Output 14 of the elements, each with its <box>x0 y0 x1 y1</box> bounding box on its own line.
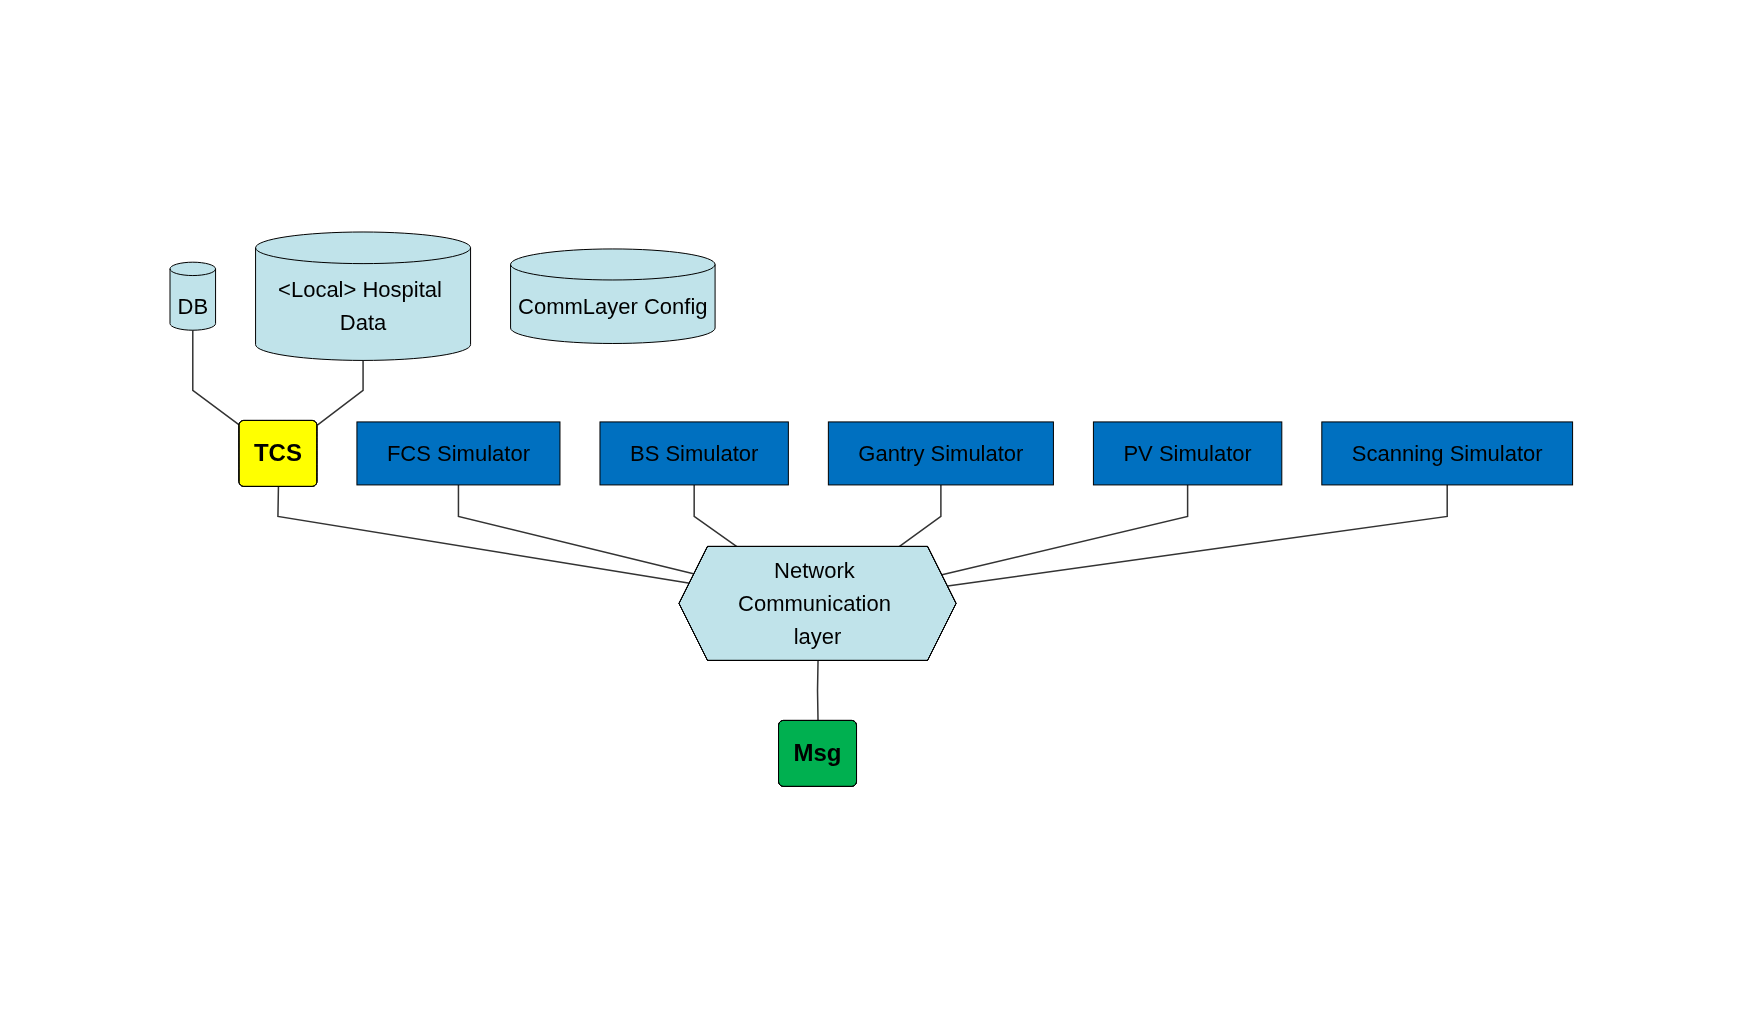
connector <box>457 484 696 575</box>
connector <box>941 484 1189 576</box>
connector <box>277 486 691 585</box>
connector <box>693 484 739 548</box>
connector <box>817 660 819 722</box>
node-box: Gantry Simulator <box>828 421 1055 486</box>
connector <box>947 484 1449 588</box>
node-box: BS Simulator <box>599 421 790 486</box>
connector <box>898 484 942 548</box>
node-box: FCS Simulator <box>356 421 561 486</box>
node-box: Scanning Simulator <box>1321 421 1574 486</box>
connector <box>316 359 364 427</box>
connector <box>192 329 241 427</box>
node-box: PV Simulator <box>1093 421 1283 486</box>
